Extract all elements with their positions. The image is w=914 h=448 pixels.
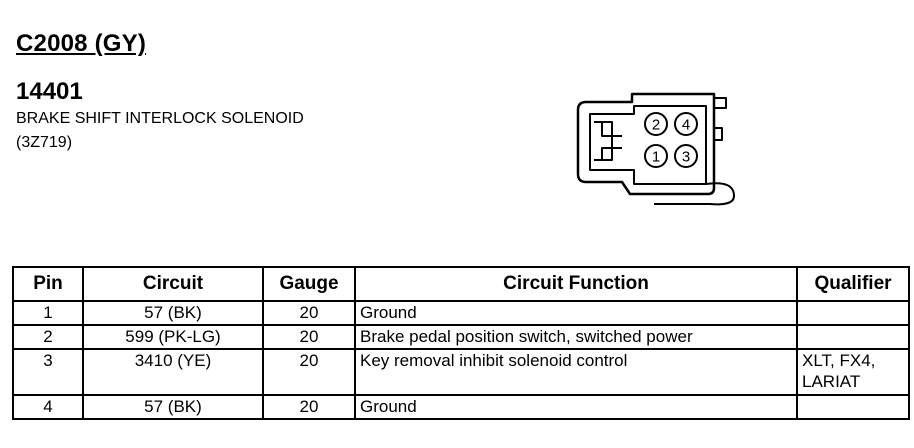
pin-3-label: 3 [682, 149, 690, 166]
connector-diagram: 2 4 1 3 [576, 92, 735, 206]
pin-2-marker: 2 [644, 112, 668, 136]
pin-3-marker: 3 [674, 144, 698, 168]
cell-gauge: 20 [262, 394, 356, 420]
header-circuit-function: Circuit Function [354, 266, 798, 302]
cell-gauge: 20 [262, 348, 356, 396]
pin-1-label: 1 [652, 149, 660, 166]
cell-pin: 4 [12, 394, 84, 420]
part-number: 14401 [16, 78, 83, 105]
table-row: 4 57 (BK) 20 Ground [12, 394, 910, 420]
part-code: (3Z719) [16, 134, 73, 151]
header-pin: Pin [12, 266, 84, 302]
part-name: BRAKE SHIFT INTERLOCK SOLENOID [16, 110, 304, 127]
header-gauge: Gauge [262, 266, 356, 302]
cell-function: Ground [354, 394, 798, 420]
header-qualifier: Qualifier [796, 266, 910, 302]
pin-4-marker: 4 [674, 112, 698, 136]
cell-circuit: 599 (PK-LG) [82, 324, 264, 350]
pin-2-label: 2 [652, 117, 660, 134]
cell-qualifier: XLT, FX4, LARIAT [796, 348, 910, 396]
connector-outer-shell [576, 92, 716, 196]
cell-qualifier [796, 324, 910, 350]
table-row: 2 599 (PK-LG) 20 Brake pedal position sw… [12, 324, 910, 350]
cell-function: Key removal inhibit solenoid control [354, 348, 798, 396]
table-header-row: Pin Circuit Gauge Circuit Function Quali… [12, 266, 910, 302]
pin-table: Pin Circuit Gauge Circuit Function Quali… [12, 266, 910, 420]
table-row: 3 3410 (YE) 20 Key removal inhibit solen… [12, 348, 910, 396]
cell-pin: 2 [12, 324, 84, 350]
connector-right-tab [714, 127, 723, 141]
cell-qualifier [796, 300, 910, 326]
cell-gauge: 20 [262, 300, 356, 326]
pin-1-marker: 1 [644, 144, 668, 168]
cell-pin: 3 [12, 348, 84, 396]
cell-function: Brake pedal position switch, switched po… [354, 324, 798, 350]
cell-function: Ground [354, 300, 798, 326]
cell-circuit: 3410 (YE) [82, 348, 264, 396]
cell-qualifier [796, 394, 910, 420]
header-circuit: Circuit [82, 266, 264, 302]
cell-circuit: 57 (BK) [82, 394, 264, 420]
pin-4-label: 4 [682, 117, 690, 134]
cell-gauge: 20 [262, 324, 356, 350]
connector-bottom-hook [654, 182, 735, 206]
cell-circuit: 57 (BK) [82, 300, 264, 326]
table-row: 1 57 (BK) 20 Ground [12, 300, 910, 326]
cell-pin: 1 [12, 300, 84, 326]
connector-id: C2008 (GY) [16, 30, 147, 57]
